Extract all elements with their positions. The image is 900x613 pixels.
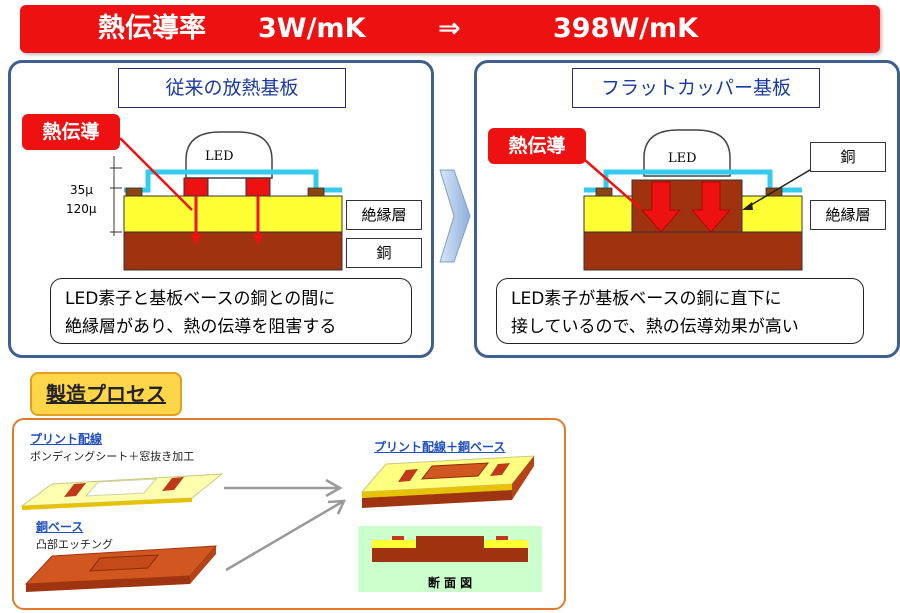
copper-base-title: 銅ベース — [36, 520, 84, 534]
dim-35-label: 35μ — [70, 183, 93, 197]
heat-arrowhead-left — [191, 234, 201, 246]
led-label-right: LED — [668, 151, 697, 166]
description-line-1: LED素子が基板ベースの銅に直下に — [511, 289, 782, 309]
copper-pointer-head — [742, 202, 753, 210]
combined-pad-left — [398, 469, 418, 482]
cross-section-label: 断 面 図 — [427, 576, 473, 590]
heat-conduction-label-left: 熱伝導 — [22, 114, 120, 150]
combined-yellow-edge — [362, 484, 512, 498]
comparison-arrow-icon — [439, 169, 471, 263]
cross-section-boss — [416, 536, 484, 548]
heat-pointer-line — [577, 153, 641, 209]
result-title: プリント配線＋銅ベース — [374, 440, 506, 454]
pad-left — [125, 187, 143, 197]
copper-base-layer — [583, 231, 803, 271]
copper-boss — [88, 554, 160, 572]
copper-protrusion — [631, 179, 743, 233]
combined-pad-right — [490, 463, 510, 476]
led-dome — [643, 129, 731, 177]
arrow-lower-head — [327, 499, 347, 515]
banner-label: 熱伝導率 — [98, 13, 206, 44]
copper-label-right: 銅 — [810, 142, 886, 172]
heat-pointer-line — [119, 137, 193, 211]
heat-arrow-right — [691, 181, 731, 233]
description-line-1: LED素子と基板ベースの銅との間に — [65, 289, 336, 309]
conventional-board-diagram — [110, 131, 343, 271]
combined-copper-edge — [362, 490, 512, 508]
combined-boss — [420, 462, 490, 480]
arrow-upper-head — [325, 478, 343, 498]
wiring-pad-left — [64, 483, 86, 497]
printed-wiring-note: ボンディングシート＋窓抜き加工 — [30, 450, 195, 463]
wiring-pad-right — [162, 477, 184, 491]
copper-plate-side — [190, 546, 216, 584]
heat-conduction-label-right: 熱伝導 — [488, 128, 586, 164]
led-dome — [185, 131, 273, 179]
insulation-label-right: 絶縁層 — [810, 200, 886, 230]
led-chip-right — [245, 177, 271, 197]
cross-section-pad-left — [392, 536, 404, 540]
description-line-2: 接しているので、熱の伝導効果が高い — [511, 317, 799, 337]
copper-base-note: 凸部エッチング — [36, 538, 113, 551]
flat-copper-title: フラットカッパー基板 — [572, 68, 820, 108]
cross-section-yellow-left — [372, 540, 416, 548]
flat-copper-diagram — [577, 129, 821, 271]
pad-left — [595, 187, 613, 197]
heat-arrow-left — [641, 181, 681, 233]
wiring-sheet-window — [84, 478, 158, 497]
cross-section-yellow-right — [484, 540, 528, 548]
cross-section-copper — [372, 548, 528, 562]
printed-wiring-title: プリント配線 — [30, 432, 103, 446]
banner-arrow-icon: ⇒ — [438, 13, 461, 44]
banner-to-value: 398W/mK — [553, 13, 699, 44]
heat-arrowhead-right — [253, 234, 263, 246]
manufacturing-process-title: 製造プロセス — [30, 372, 182, 416]
insulation-label-left: 絶縁層 — [346, 200, 422, 230]
combined-side — [512, 456, 534, 500]
wiring-sheet-edge — [22, 498, 192, 510]
copper-base-layer — [123, 231, 343, 271]
pad-right — [307, 187, 325, 197]
cross-section-pad-right — [496, 536, 508, 540]
description-line-2: 絶縁層があり、熱の伝導を阻害する — [65, 317, 337, 337]
led-chip-left — [183, 177, 209, 197]
dim-120-label: 120μ — [66, 202, 97, 216]
insulation-layer — [123, 195, 343, 233]
flat-copper-description: LED素子が基板ベースの銅に直下に 接しているので、熱の伝導効果が高い — [496, 278, 864, 344]
arrow-lower — [225, 500, 343, 572]
led-label-left: LED — [205, 149, 234, 164]
conventional-board-description: LED素子と基板ベースの銅との間に 絶縁層があり、熱の伝導を阻害する — [50, 278, 412, 344]
process-diagram — [20, 455, 542, 592]
banner-from-value: 3W/mK — [258, 13, 366, 44]
copper-pointer-line — [745, 163, 821, 209]
conventional-board-title: 従来の放熱基板 — [118, 68, 346, 108]
title-banner: 熱伝導率 3W/mK ⇒ 398W/mK — [20, 5, 880, 53]
copper-label-left: 銅 — [346, 238, 422, 268]
copper-plate-edge — [26, 576, 190, 592]
